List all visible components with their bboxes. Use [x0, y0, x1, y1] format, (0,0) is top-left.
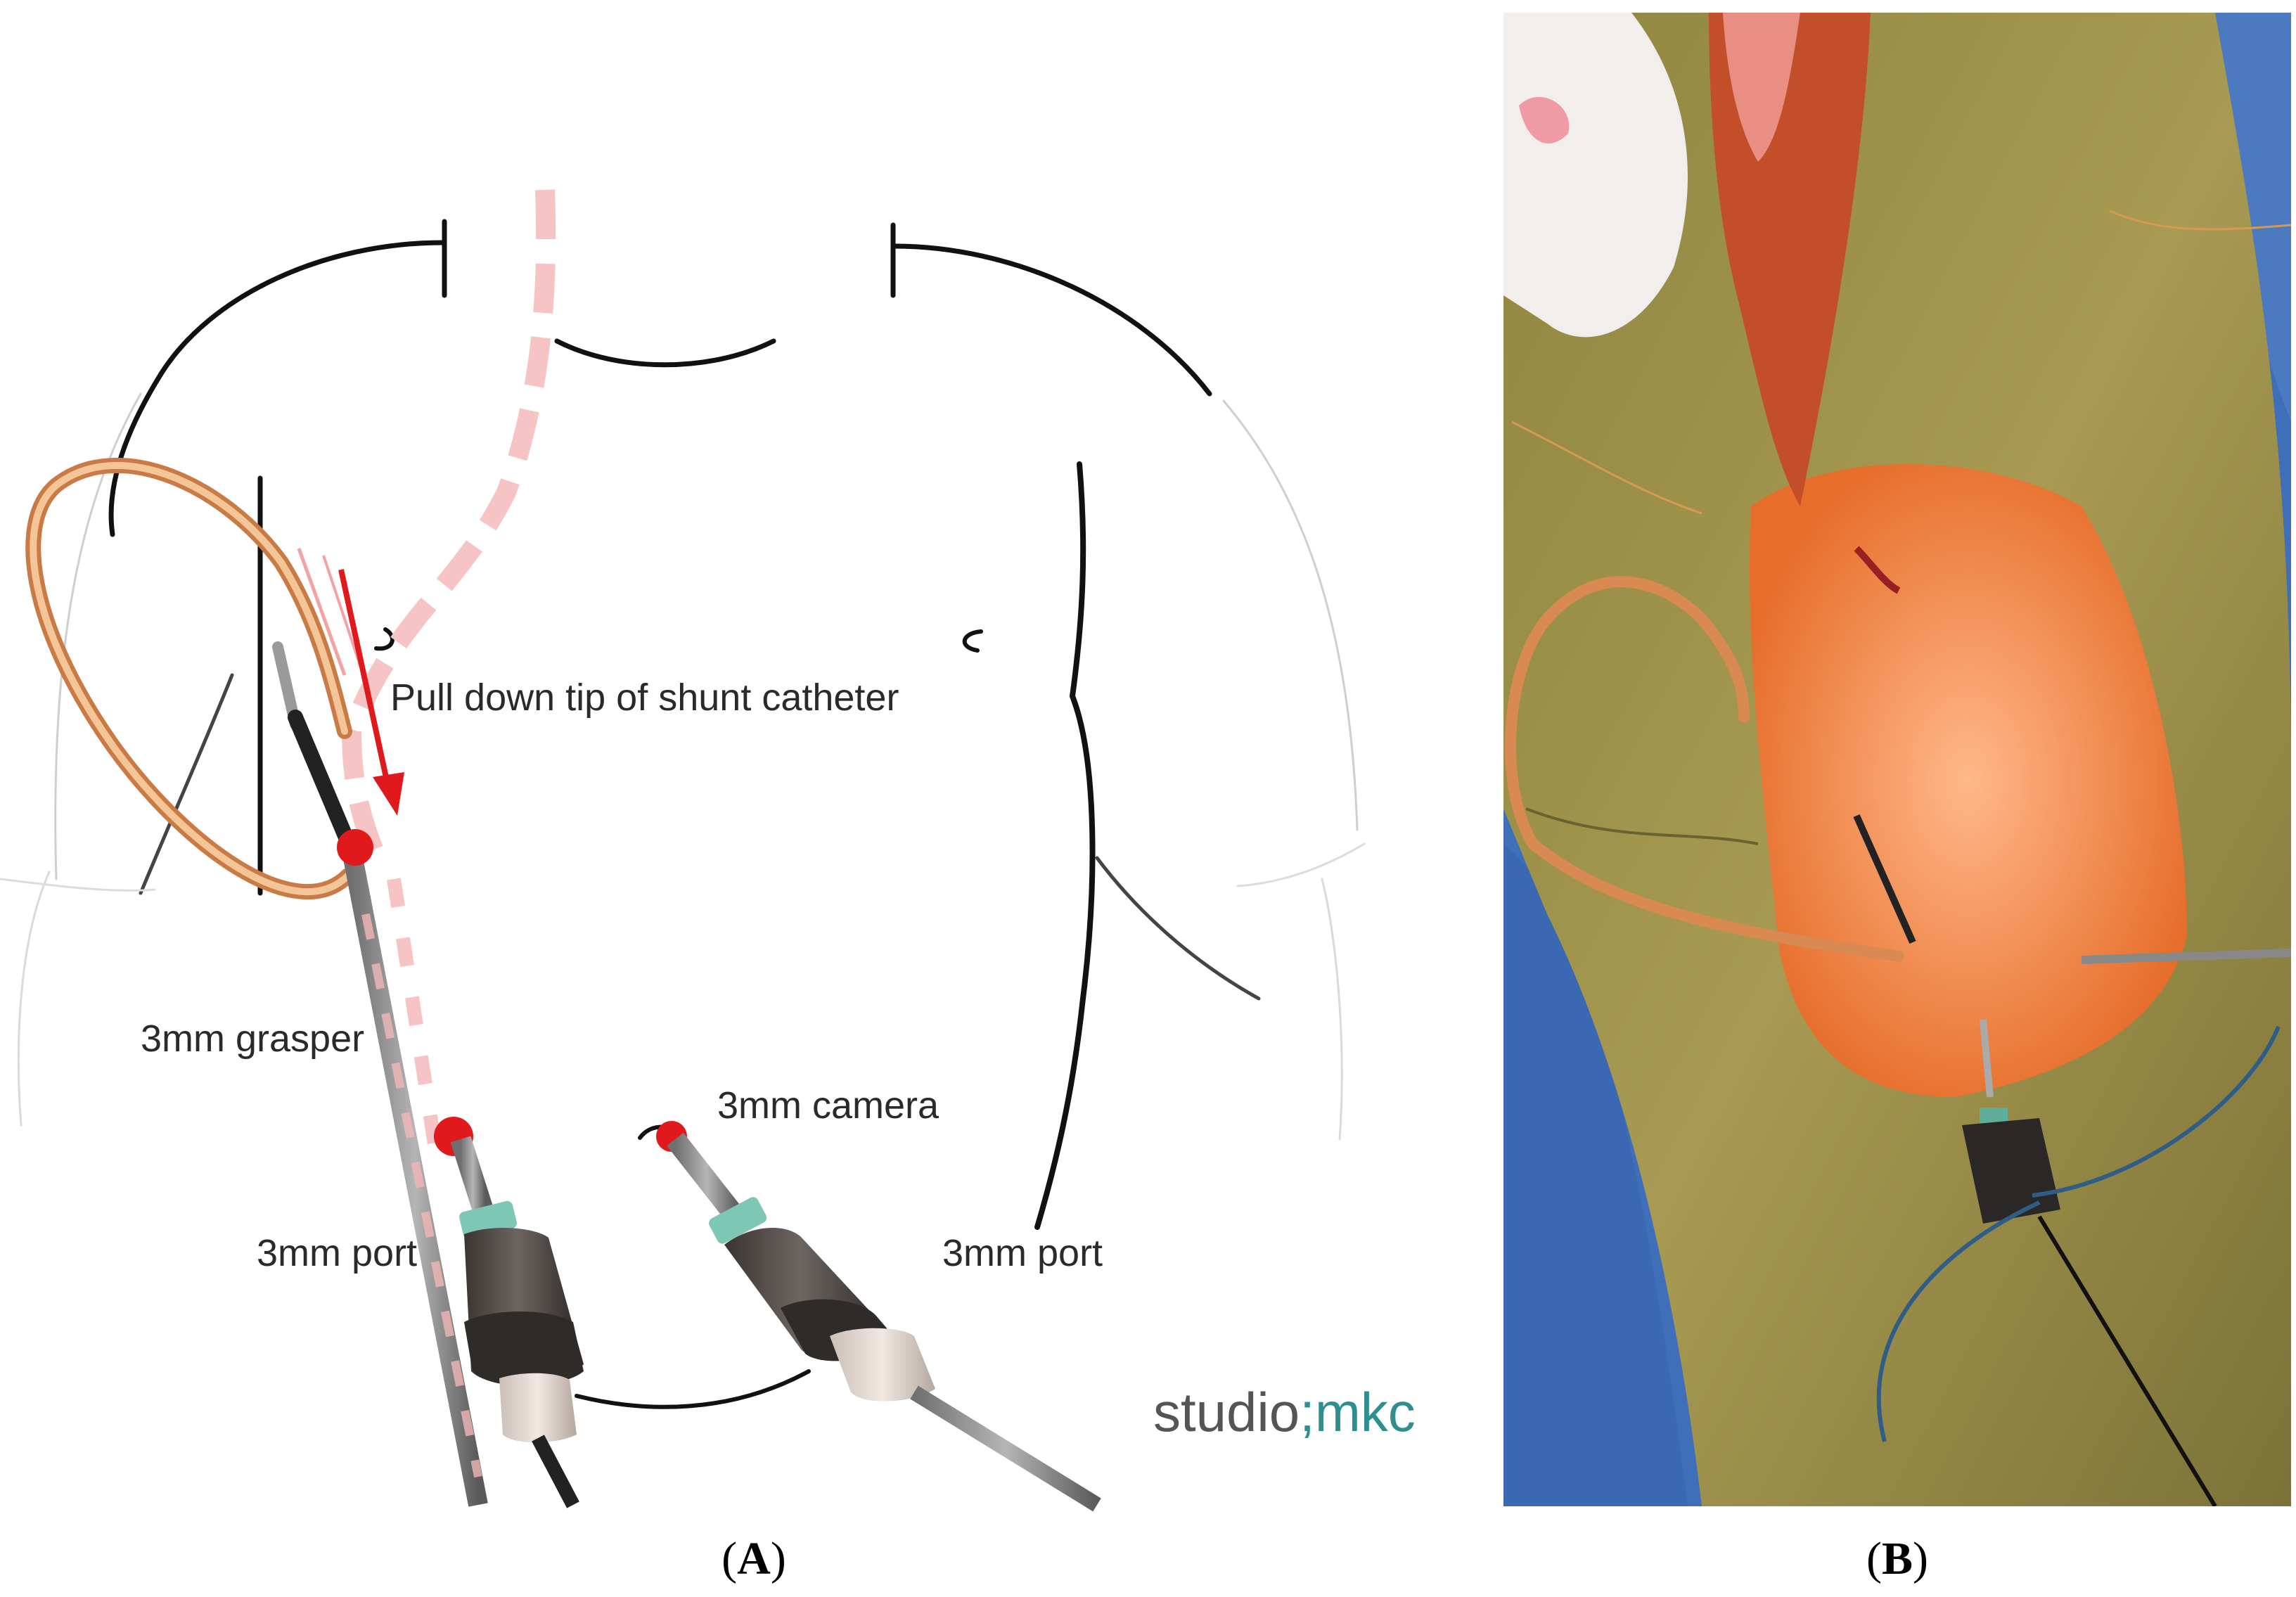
shunt-catheter-loop-highlight [30, 461, 352, 895]
photo-catheter [1505, 576, 1904, 962]
right-arm-fade-2 [1321, 878, 1343, 1141]
camera-trocar [667, 1132, 1101, 1512]
torso-outline [0, 219, 1366, 1409]
right-nipple [962, 629, 983, 653]
panel-a-illustration: Pull down tip of shunt catheter 3mm gras… [0, 189, 1416, 1584]
left-shoulder-line [108, 240, 446, 537]
left-nipple [374, 627, 395, 651]
blue-drape-left [1503, 844, 1688, 1506]
panel-b-photo: (B) [1503, 13, 2291, 1584]
shunt-path-dashed [341, 189, 556, 869]
left-flank-line [139, 673, 234, 895]
pull-down-label: Pull down tip of shunt catheter [390, 676, 899, 719]
right-shoulder-line [892, 243, 1212, 397]
panel-a-caption: (A) [721, 1533, 786, 1584]
pull-down-arrow [338, 569, 404, 816]
neck-curve [554, 338, 776, 368]
left-trocar [450, 1136, 584, 1508]
grasper-label: 3mm grasper [141, 1018, 364, 1060]
photo-trocar-shaft [1980, 1019, 1994, 1098]
guide-line-1 [297, 548, 347, 676]
photo-camera-shaft [2037, 1215, 2217, 1506]
left-arm-fade [54, 392, 142, 880]
right-flank-line [1095, 856, 1261, 1001]
left-port-label: 3mm port [257, 1232, 417, 1274]
logo-prefix: studio [1153, 1381, 1300, 1443]
photo-grasper [1853, 814, 1916, 944]
gauze [1503, 13, 1688, 338]
right-chest-line [1034, 461, 1096, 1230]
studio-logo: studio;mkc [1153, 1381, 1416, 1443]
photo-trocar-body [1962, 1118, 2060, 1224]
photo-cable [1876, 1025, 2281, 1442]
shunt-path-dashed-lower [387, 878, 443, 1155]
camera-label: 3mm camera [717, 1084, 939, 1127]
grasper-entry-marker [337, 829, 373, 866]
logo-separator: ; [1300, 1381, 1315, 1443]
grasper-instrument [272, 641, 488, 1507]
right-port-label: 3mm port [942, 1232, 1103, 1274]
lower-lines-left [0, 878, 156, 892]
photo-right-instrument [2081, 949, 2291, 964]
logo-suffix: mkc [1315, 1381, 1416, 1443]
panel-b-caption: (B) [1866, 1533, 1928, 1584]
right-arm-fade [1222, 399, 1359, 831]
skin-window [1750, 464, 2187, 1097]
lower-lines-right [1236, 842, 1366, 887]
umbilicus-arc [575, 1369, 811, 1409]
left-arm-fade-2 [17, 871, 51, 1127]
